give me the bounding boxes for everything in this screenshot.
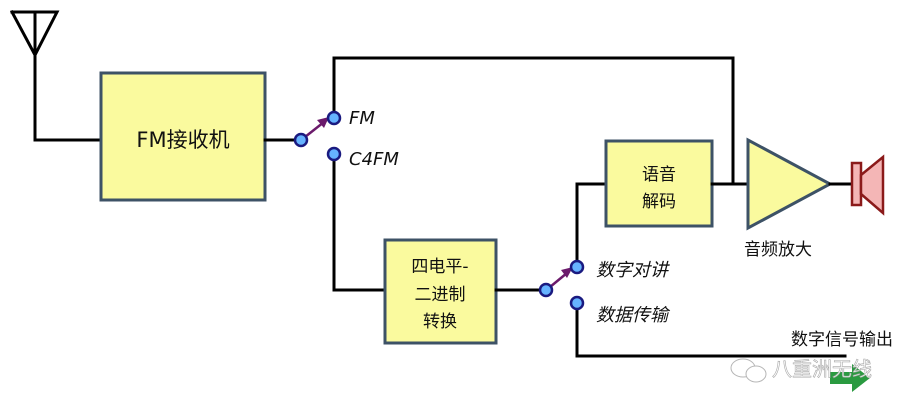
watermark-text: 八重洲无线 <box>772 357 872 381</box>
level-converter-block <box>383 238 498 345</box>
fm-receiver-block <box>99 71 267 202</box>
level-converter-line-3: 转换 <box>423 312 457 332</box>
switch-2-arrow <box>549 272 568 288</box>
switch-2-arrowhead <box>561 267 573 278</box>
switch-1[interactable] <box>293 110 342 162</box>
switch-2-voice-label: 数字对讲 <box>596 260 670 281</box>
voice-decoder-block <box>604 139 714 228</box>
level-converter-line-2: 二进制 <box>415 285 466 305</box>
switch-1-fm-node[interactable] <box>326 110 342 126</box>
wire-fm-bypass <box>332 56 735 186</box>
watermark: 八重洲无线 <box>730 357 872 383</box>
wire-data-path <box>575 306 847 358</box>
switch-2-voice-node[interactable] <box>569 259 585 275</box>
wire-voice-path <box>575 182 608 268</box>
switch-1-c4fm-node[interactable] <box>326 146 342 162</box>
switch-1-arrow <box>304 121 325 138</box>
speaker-icon <box>850 154 885 216</box>
switch-1-c4fm-label: C4FM <box>349 149 399 170</box>
switch-2[interactable] <box>538 259 585 311</box>
switch-2-data-node[interactable] <box>569 295 585 311</box>
digital-output-label: 数字信号输出 <box>791 330 893 350</box>
amplifier-label: 音频放大 <box>744 240 812 260</box>
switch-1-common-node <box>293 132 309 148</box>
voice-decoder-line-1: 语音 <box>642 165 676 185</box>
switch-1-fm-label: FM <box>349 108 375 129</box>
fm-receiver-label: FM接收机 <box>136 128 229 152</box>
output-arrow-icon <box>830 364 870 392</box>
voice-decoder-line-2: 解码 <box>642 192 676 212</box>
level-converter-line-1: 四电平- <box>411 257 468 277</box>
switch-2-common-node <box>538 282 554 298</box>
switch-2-data-label: 数据传输 <box>596 305 671 326</box>
amplifier-icon <box>746 137 834 231</box>
antenna-icon <box>9 9 60 142</box>
switch-1-arrowhead <box>317 117 329 128</box>
